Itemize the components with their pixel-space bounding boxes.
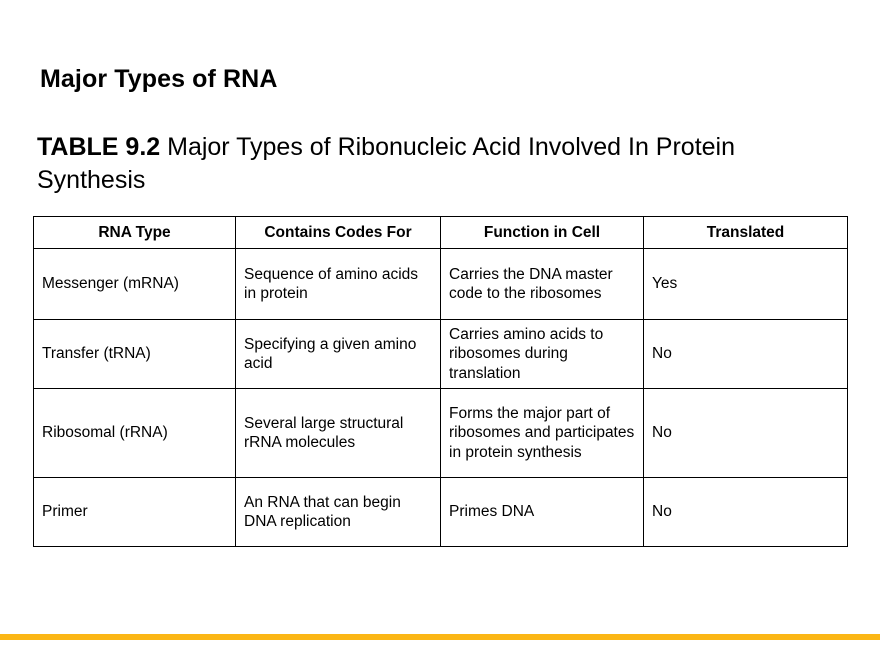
cell-translated: No (643, 319, 848, 389)
column-header-rna-type: RNA Type (33, 216, 236, 249)
cell-translated: No (643, 388, 848, 478)
cell-translated: Yes (643, 248, 848, 320)
page-title: Major Types of RNA (40, 64, 278, 93)
cell-rna-type: Primer (33, 477, 236, 547)
column-header-function: Function in Cell (440, 216, 644, 249)
rna-types-table: RNA Type Contains Codes For Function in … (33, 216, 848, 547)
bottom-accent-bar (0, 634, 880, 640)
cell-function: Forms the major part of ribosomes and pa… (440, 388, 644, 478)
cell-rna-type: Messenger (mRNA) (33, 248, 236, 320)
table-row: Transfer (tRNA) Specifying a given amino… (33, 319, 848, 389)
cell-codes-for: Sequence of amino acids in protein (235, 248, 441, 320)
cell-function: Primes DNA (440, 477, 644, 547)
cell-function: Carries amino acids to ribosomes during … (440, 319, 644, 389)
table-row: Ribosomal (rRNA) Several large structura… (33, 388, 848, 478)
column-header-codes-for: Contains Codes For (235, 216, 441, 249)
cell-function: Carries the DNA master code to the ribos… (440, 248, 644, 320)
cell-codes-for: Specifying a given amino acid (235, 319, 441, 389)
table-caption-text: Major Types of Ribonucleic Acid Involved… (37, 133, 736, 194)
cell-rna-type: Ribosomal (rRNA) (33, 388, 236, 478)
table-caption-label: TABLE 9.2 (37, 133, 161, 161)
cell-codes-for: An RNA that can begin DNA replication (235, 477, 441, 547)
cell-codes-for: Several large structural rRNA molecules (235, 388, 441, 478)
column-header-translated: Translated (643, 216, 848, 249)
table-row: Messenger (mRNA) Sequence of amino acids… (33, 248, 848, 320)
table-header-row: RNA Type Contains Codes For Function in … (33, 216, 848, 249)
table-caption: TABLE 9.2 Major Types of Ribonucleic Aci… (37, 131, 797, 197)
cell-rna-type: Transfer (tRNA) (33, 319, 236, 389)
cell-translated: No (643, 477, 848, 547)
table-row: Primer An RNA that can begin DNA replica… (33, 477, 848, 547)
